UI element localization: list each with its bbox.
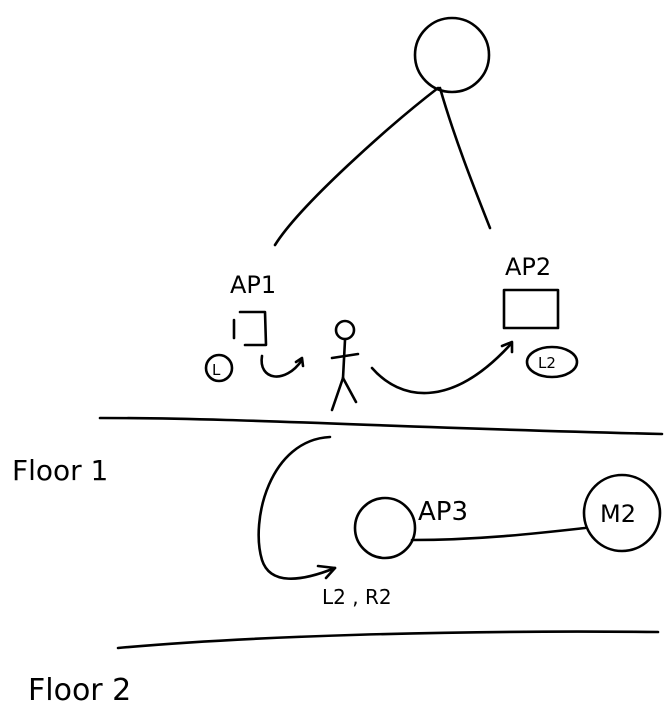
ap1-label: AP1 bbox=[230, 271, 276, 299]
l1-label: L bbox=[212, 361, 221, 379]
floor2-label: Floor 2 bbox=[28, 673, 131, 708]
ap2-label: AP2 bbox=[505, 253, 551, 281]
l2-label: L2 bbox=[538, 354, 556, 372]
arrow-head-3 bbox=[316, 564, 337, 580]
floor2-line bbox=[116, 630, 660, 650]
ap3-node bbox=[353, 496, 417, 560]
floor1-label: Floor 1 bbox=[12, 454, 108, 487]
l2r2-label: L2 , R2 bbox=[322, 585, 392, 609]
l1-node bbox=[204, 353, 234, 383]
ap1-box bbox=[238, 310, 268, 347]
l2-node bbox=[525, 345, 579, 379]
arrow-floor-transition bbox=[257, 435, 337, 580]
floor1-line bbox=[98, 416, 664, 436]
link-root-ap1 bbox=[273, 86, 440, 247]
arrow-user-to-ap2 bbox=[370, 343, 512, 395]
link-root-ap2 bbox=[438, 86, 492, 230]
root-node bbox=[413, 16, 491, 94]
arrow-head-1 bbox=[294, 356, 305, 368]
arrow-l1-to-user bbox=[260, 354, 304, 378]
m2-label: M2 bbox=[600, 500, 636, 528]
user-figure bbox=[330, 319, 360, 412]
arrow-head-2 bbox=[500, 340, 514, 354]
link-ap3-m2 bbox=[410, 526, 587, 542]
m2-node bbox=[582, 473, 662, 553]
ap3-label: AP3 bbox=[418, 497, 468, 527]
ap2-box bbox=[502, 288, 560, 330]
